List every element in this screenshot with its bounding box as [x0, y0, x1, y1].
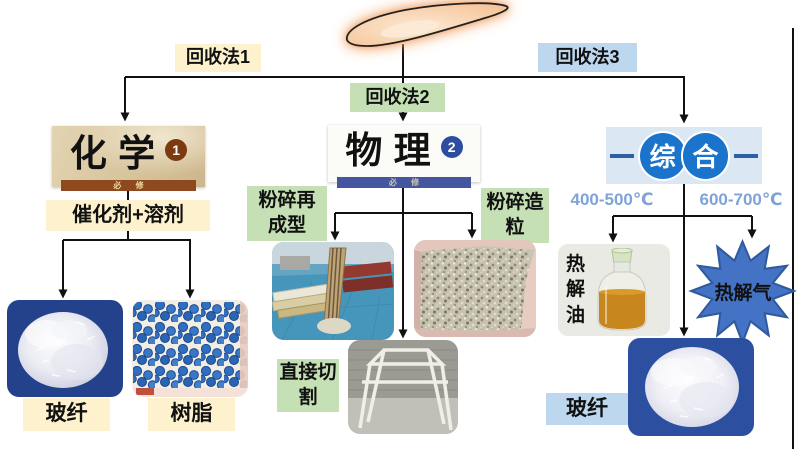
logo-dash-left	[610, 153, 634, 158]
physics-title: 物 理	[345, 130, 432, 172]
temperature-low-label: 400-500℃	[570, 190, 654, 209]
oil-bottle-icon	[597, 248, 647, 331]
fiber-output-label-right: 玻纤	[546, 393, 628, 425]
resin-pellets-photo	[132, 300, 248, 397]
resin-output-label: 树脂	[148, 398, 235, 431]
pyrolysis-oil-label: 热解油	[566, 253, 586, 326]
crush-reshape-label: 粉碎再成型	[247, 186, 327, 241]
physics-textbook-cover: 物 理 2 必 修	[328, 125, 480, 188]
granulate-photo	[414, 240, 536, 337]
cut-frame-photo	[348, 340, 458, 434]
pyrolysis-gas-label: 热解气	[714, 282, 772, 304]
physics-edition: 必 修	[337, 176, 471, 188]
fiber-output-label: 玻纤	[23, 398, 110, 431]
glass-fiber-photo-right	[628, 338, 754, 436]
recycled-profiles-photo	[272, 242, 394, 340]
logo-dash-right	[734, 153, 758, 158]
direct-cut-label: 直接切割	[277, 359, 339, 412]
physics-number-badge: 2	[440, 135, 463, 158]
method2-label: 回收法2	[350, 83, 445, 112]
comprehensive-logo: 综 合	[606, 127, 762, 184]
method3-label: 回收法3	[538, 43, 637, 72]
pyrolysis-oil-card: 热解油	[558, 244, 670, 336]
temperature-high-label: 600-700℃	[699, 190, 783, 209]
logo-char-1: 综	[637, 130, 688, 181]
wind-turbine-blade-icon	[346, 2, 509, 47]
chemistry-title: 化 学	[69, 133, 157, 175]
pyrolysis-gas-starburst: 热解气	[688, 238, 797, 346]
catalyst-solvent-label: 催化剂+溶剂	[46, 200, 210, 231]
crush-granulate-label: 粉碎造粒	[481, 188, 549, 243]
glass-fiber-photo-left	[7, 300, 123, 397]
chemistry-edition: 必 修	[61, 179, 196, 191]
method1-label: 回收法1	[175, 44, 261, 72]
chemistry-textbook-cover: 化 学 1 必 修	[52, 126, 205, 191]
chemistry-number-badge: 1	[165, 138, 188, 161]
logo-char-2: 合	[680, 130, 731, 181]
